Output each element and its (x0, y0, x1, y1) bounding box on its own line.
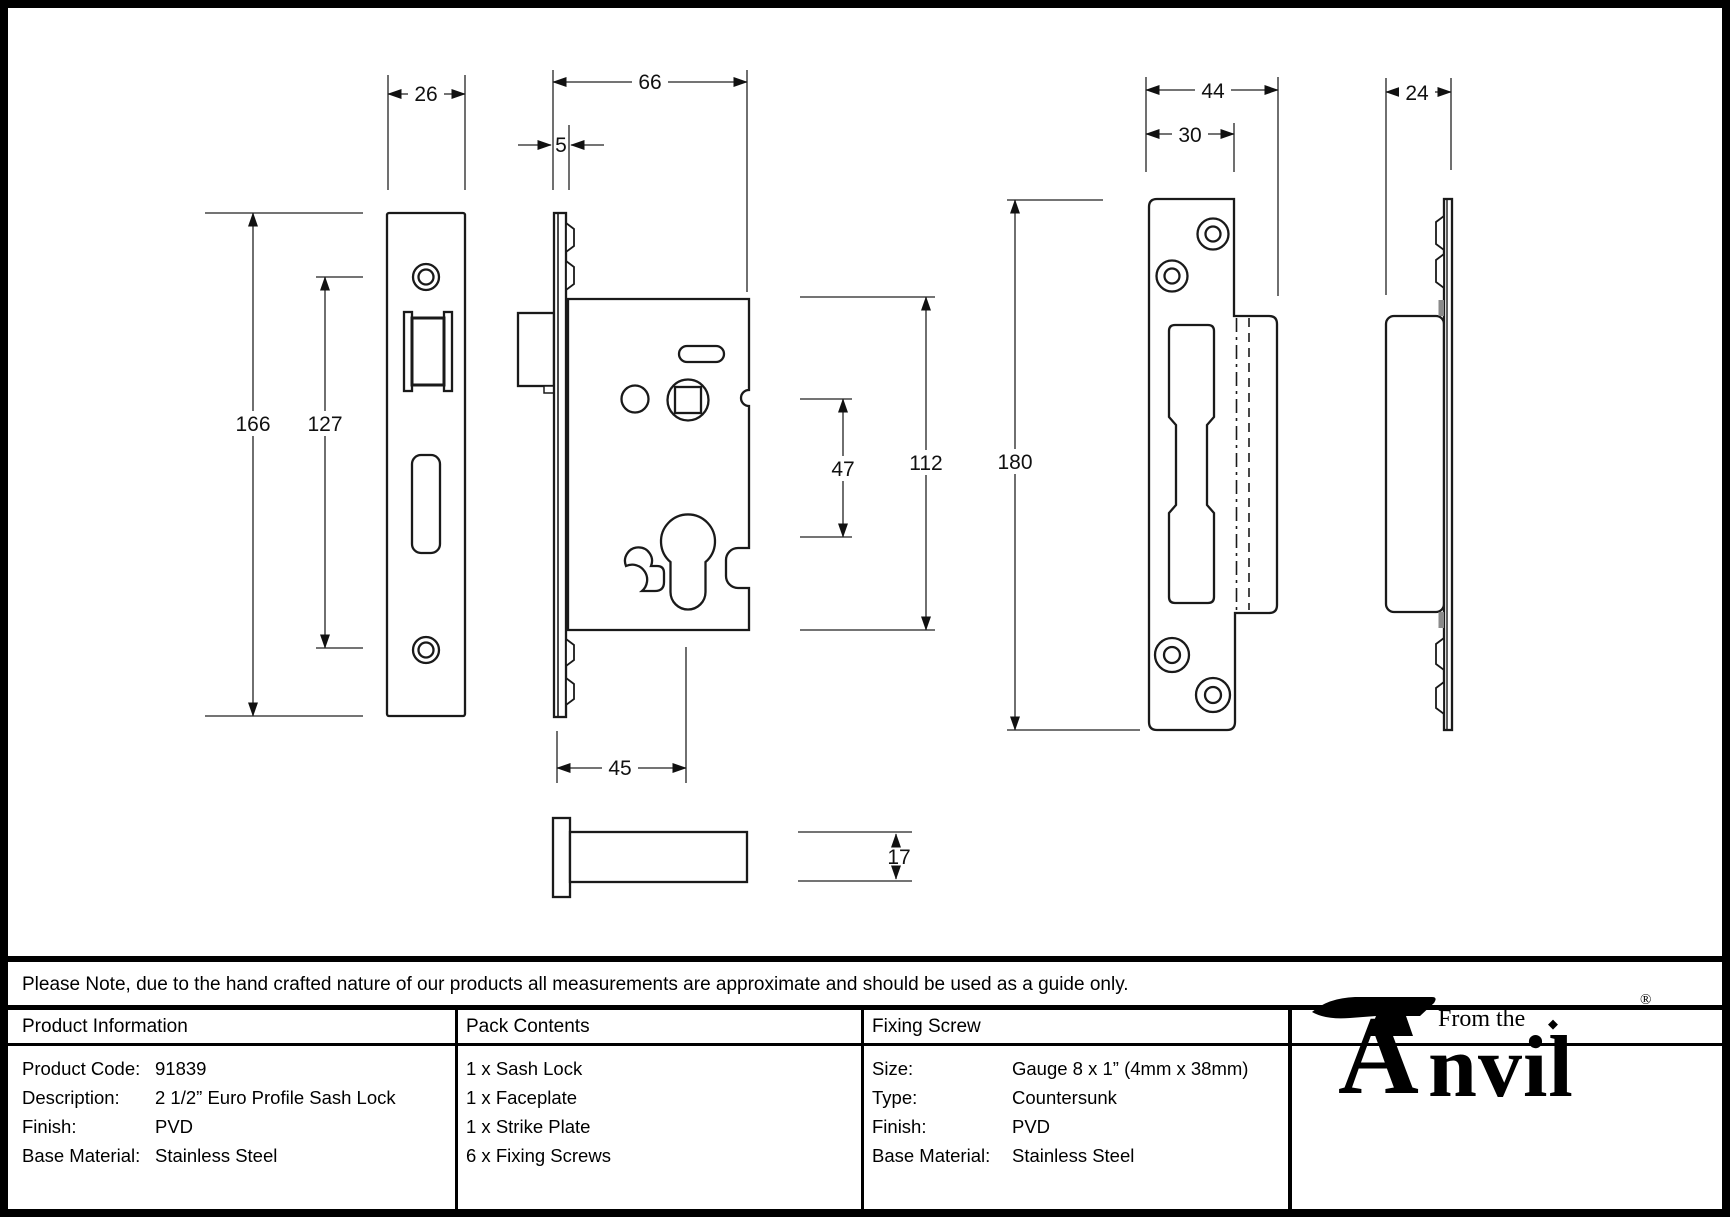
column-divider (1288, 1005, 1292, 1209)
dim-strike-plate-width: 30 (1178, 124, 1201, 147)
pack-item: 1 x Strike Plate (466, 1116, 591, 1137)
pack-item: 6 x Fixing Screws (466, 1145, 611, 1166)
dim-strike-side-width: 24 (1405, 82, 1429, 105)
screw-bump (1435, 636, 1445, 672)
anvil-icon (1312, 997, 1436, 1036)
row-value: Gauge 8 x 1” (4mm x 38mm) (1012, 1058, 1249, 1079)
row-value: Stainless Steel (1012, 1145, 1135, 1166)
logo-from-the: From the (1438, 1006, 1526, 1032)
row-value: Stainless Steel (155, 1145, 278, 1166)
row-label: Finish: (872, 1116, 927, 1137)
row-label: Size: (872, 1058, 914, 1079)
dim-lock-depth: 66 (638, 71, 661, 94)
dim-hole-spacing: 127 (307, 413, 342, 436)
row-label: Base Material: (872, 1145, 991, 1166)
row-label: Description: (22, 1087, 120, 1108)
faceplate-front-view (385, 211, 467, 718)
header-bottom-rule (0, 1043, 1730, 1046)
screw-bump (565, 221, 575, 254)
screw-bump (1435, 680, 1445, 716)
dim-body-height: 112 (909, 452, 942, 475)
dim-body-thickness: 17 (887, 846, 910, 869)
dim-follower-to-cylinder: 47 (831, 458, 854, 481)
row-value: Countersunk (1012, 1087, 1117, 1108)
lock-side-view (516, 211, 751, 719)
row-value: PVD (1012, 1116, 1051, 1137)
row-label: Product Code: (22, 1058, 141, 1079)
pack-item: 1 x Faceplate (466, 1087, 578, 1108)
product-information-header: Product Information (22, 1016, 188, 1037)
dim-label-backgrounds (231, 70, 1435, 780)
strike-plate-side-view (1384, 197, 1454, 732)
logo-diamond: ◆ (1548, 1016, 1558, 1031)
cam-cutout (623, 546, 666, 593)
lock-bottom-view (551, 816, 749, 899)
dim-backset: 45 (608, 757, 631, 780)
bolt-cutout (1167, 323, 1216, 605)
screw-bump (565, 676, 575, 707)
dim-faceplate-height: 166 (235, 413, 270, 436)
note-bottom-rule (0, 1005, 1730, 1010)
measurement-note: Please Note, due to the hand crafted nat… (22, 974, 1129, 995)
screw-bump (1435, 252, 1445, 290)
dim-strike-overall-width: 44 (1201, 80, 1225, 103)
note-top-rule (0, 956, 1730, 962)
dim-strike-height: 180 (997, 451, 1032, 474)
logo-nvil: nvil (1428, 1019, 1574, 1116)
strike-plate-front-view (1147, 197, 1279, 732)
pack-contents-header: Pack Contents (466, 1016, 590, 1037)
row-label: Type: (872, 1087, 918, 1108)
euro-cylinder-cutout (659, 513, 717, 611)
screw-bump (565, 637, 575, 668)
row-value: 2 1/2” Euro Profile Sash Lock (155, 1087, 396, 1108)
column-divider (861, 1005, 864, 1209)
row-value: PVD (155, 1116, 194, 1137)
pack-item: 1 x Sash Lock (466, 1058, 583, 1079)
screw-bump (1435, 214, 1445, 252)
registered-mark: ® (1640, 992, 1652, 1008)
logo-letter-a: A (1338, 994, 1419, 1118)
row-label: Base Material: (22, 1145, 141, 1166)
dim-faceplate-thickness: 5 (555, 134, 567, 157)
anvil-logo: A From the ◆ nvil ® (1310, 990, 1710, 1150)
fixing-screw-header: Fixing Screw (872, 1016, 981, 1037)
screw-bump (565, 259, 575, 292)
row-label: Finish: (22, 1116, 77, 1137)
column-divider (455, 1005, 458, 1209)
row-value: 91839 (155, 1058, 207, 1079)
technical-drawing: 26 66 5 166 127 47 112 45 17 44 30 180 2… (205, 70, 1454, 899)
dim-faceplate-width: 26 (414, 83, 437, 106)
